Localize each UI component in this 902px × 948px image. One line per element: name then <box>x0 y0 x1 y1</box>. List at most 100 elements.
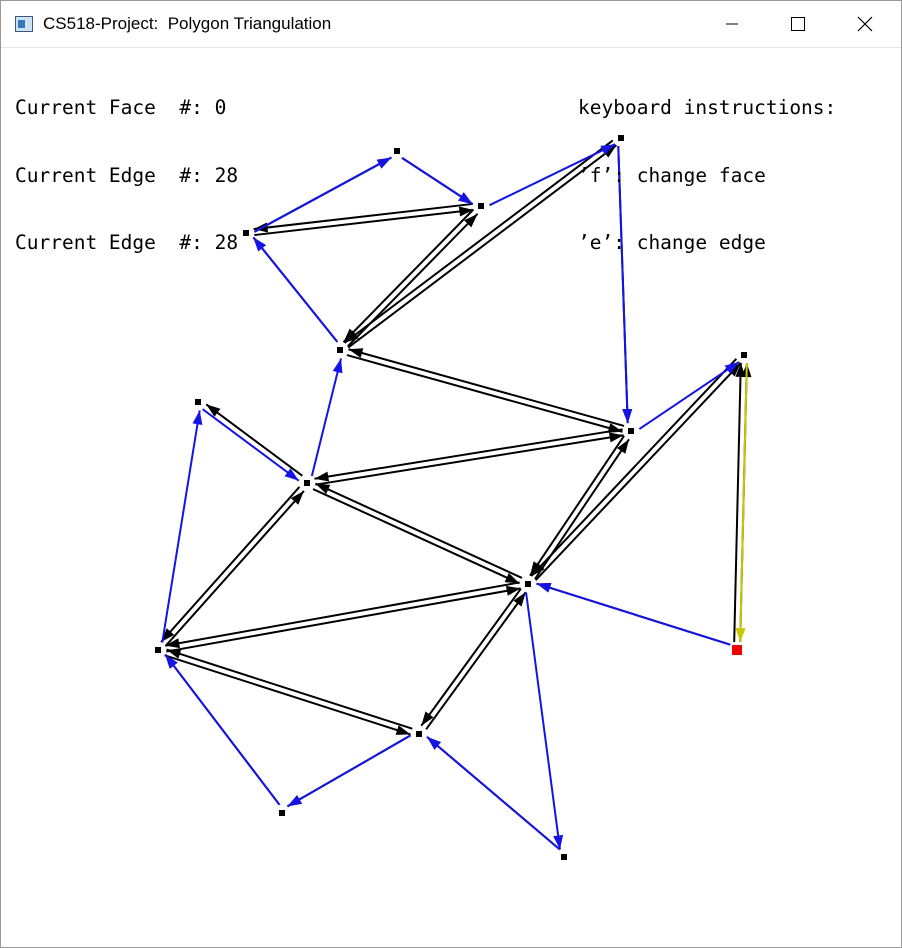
arrowhead-H-F <box>724 361 740 374</box>
arrowhead-C-E <box>344 330 359 343</box>
half-edge-B-E <box>342 208 474 343</box>
half-edge-F-L <box>739 363 748 643</box>
half-edge-A-B <box>401 157 474 205</box>
status-readout: Current Face #: 0 Current Edge #: 28 Cur… <box>15 52 238 300</box>
arrowhead-J-K <box>165 638 181 649</box>
vertex-I <box>304 480 310 486</box>
vertex-E <box>337 347 343 353</box>
vertex-J <box>525 581 531 587</box>
arrowhead-C-H <box>622 408 633 424</box>
half-edge-F-J <box>530 358 738 577</box>
half-edge-K-G <box>161 410 201 643</box>
half-edge-J-M <box>420 588 522 727</box>
half-edge-D-A <box>253 156 392 233</box>
current-edge-label: Current Edge #: 28 <box>15 163 239 187</box>
vertex-D <box>243 230 249 236</box>
half-edge-L-J <box>536 582 731 646</box>
arrowhead-B-C <box>600 144 616 155</box>
vertex-H <box>628 428 634 434</box>
arrowhead-O-M <box>427 736 441 750</box>
half-edge-J-K <box>165 581 520 647</box>
half-edge-M-K <box>166 648 413 730</box>
arrowhead-J-F <box>727 362 741 377</box>
half-edge-M-J <box>425 591 527 730</box>
arrowhead-A-B <box>458 192 473 205</box>
arrowhead-M-K <box>166 649 182 659</box>
minimize-button[interactable] <box>709 1 755 47</box>
arrowhead-K-J <box>505 585 521 596</box>
arrowhead-J-M <box>421 711 434 726</box>
arrowhead-K-G <box>192 410 203 425</box>
arrowhead-D-A <box>376 157 392 169</box>
half-edge-C-H <box>617 146 629 424</box>
half-edge-O-M <box>426 736 561 851</box>
triangulation-graph <box>155 135 752 860</box>
vertex-F <box>741 352 747 358</box>
arrowhead-K-I <box>290 490 304 505</box>
vertex-A <box>394 148 400 154</box>
half-edge-H-I <box>314 428 623 480</box>
app-icon <box>15 16 33 32</box>
arrowhead-I-K <box>161 628 175 643</box>
half-edge-I-J <box>312 488 520 585</box>
arrowhead-L-J <box>536 582 552 593</box>
vertex-M <box>416 731 422 737</box>
minimize-icon <box>726 23 738 25</box>
current-face-label: Current Face #: 0 <box>15 96 227 119</box>
vertex-G <box>195 399 201 405</box>
arrowhead-M-J <box>513 592 526 607</box>
arrowhead-I-E <box>332 358 343 374</box>
current-edge-label-repeat: Current Edge #: 28 <box>15 231 239 254</box>
arrowhead-I-J <box>504 573 520 584</box>
instructions-heading: keyboard instructions: <box>578 96 837 119</box>
arrowhead-F-L <box>735 627 746 643</box>
half-edge-L-F <box>733 362 742 642</box>
half-edge-K-M <box>164 654 411 736</box>
arrowhead-J-H <box>617 439 630 454</box>
half-edge-G-I <box>202 408 300 482</box>
arrowhead-G-I <box>284 468 299 481</box>
arrowhead-E-C <box>602 145 617 158</box>
vertex-C <box>618 135 624 141</box>
arrowhead-N-K <box>165 654 178 669</box>
half-edge-H-F <box>638 361 740 430</box>
half-edge-E-H <box>346 354 623 433</box>
vertex-K <box>155 647 161 653</box>
maximize-button[interactable] <box>775 1 821 47</box>
arrowhead-I-H <box>608 432 624 443</box>
half-edge-M-N <box>286 734 412 808</box>
title-bar[interactable]: CS518-Project: Polygon Triangulation <box>1 1 901 48</box>
arrowhead-D-B <box>458 206 474 217</box>
arrowhead-J-O <box>553 834 564 850</box>
arrowhead-E-D <box>253 237 267 252</box>
arrowhead-K-M <box>395 725 411 735</box>
half-edge-C-E <box>343 139 614 344</box>
close-button[interactable] <box>842 1 888 47</box>
half-edge-H-J <box>529 435 625 577</box>
half-edge-J-I <box>315 482 523 579</box>
half-edge-K-J <box>166 587 521 653</box>
half-edge-E-D <box>252 236 339 343</box>
half-edge-J-O <box>525 592 561 850</box>
half-edge-B-C <box>489 143 616 207</box>
arrowhead-F-J <box>531 562 545 577</box>
window-title: CS518-Project: Polygon Triangulation <box>43 14 332 33</box>
keyboard-instructions: keyboard instructions: ’f’: change face … <box>578 52 836 300</box>
maximize-icon <box>791 17 805 31</box>
half-edge-H-E <box>348 348 625 427</box>
render-canvas[interactable]: Current Face #: 0 Current Edge #: 28 Cur… <box>1 48 901 947</box>
half-edge-I-K <box>160 486 301 643</box>
arrowhead-M-N <box>287 795 303 807</box>
arrowhead-L-F <box>735 362 746 378</box>
half-edge-I-E <box>310 358 342 477</box>
half-edge-I-H <box>315 434 624 486</box>
half-edge-D-B <box>254 208 474 237</box>
current-vertex-marker <box>732 645 742 655</box>
half-edge-E-C <box>347 144 618 349</box>
arrowhead-H-I <box>314 471 330 482</box>
half-edge-B-D <box>253 202 473 231</box>
close-icon <box>857 16 873 32</box>
half-edge-J-F <box>534 362 742 581</box>
half-edge-K-I <box>164 490 305 647</box>
